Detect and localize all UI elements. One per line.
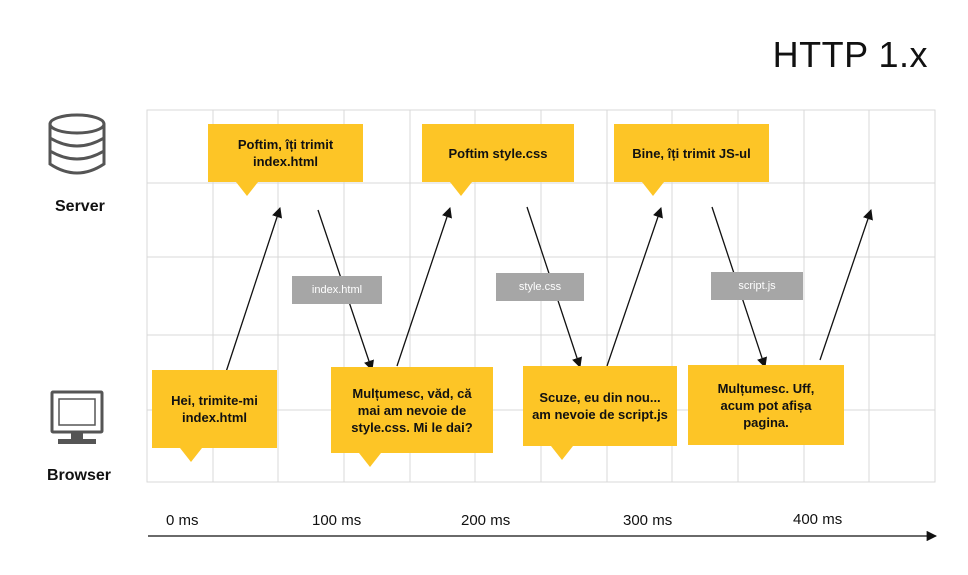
server-label: Server <box>55 198 105 215</box>
timeline-tick-100: 100 ms <box>312 512 362 529</box>
server-bubble-1: Poftim, îți trimit index.html <box>208 124 363 196</box>
request-arrow-3 <box>606 207 663 367</box>
request-arrows <box>225 207 873 373</box>
timeline-tick-200: 200 ms <box>461 512 511 529</box>
server-bubble-2: Poftim style.css <box>422 124 574 196</box>
browser-bubble-1: Hei, trimite-mi index.html <box>152 370 277 462</box>
database-icon <box>48 113 106 175</box>
browser-bubble-4: Mulțumesc. Uff, acum pot afișa pagina. <box>688 365 844 445</box>
monitor-icon <box>50 390 104 444</box>
browser-bubble-3: Scuze, eu din nou... am nevoie de script… <box>523 366 677 460</box>
file-label-script: script.js <box>711 272 803 300</box>
file-label-style: style.css <box>496 273 584 301</box>
request-arrow-1 <box>225 207 283 373</box>
timeline-tick-300: 300 ms <box>623 512 673 529</box>
file-label-index: index.html <box>292 276 382 304</box>
diagram-title: HTTP 1.x <box>772 34 928 75</box>
server-bubble-3: Bine, îți trimit JS-ul <box>614 124 769 196</box>
browser-bubble-2: Mulțumesc, văd, că mai am nevoie de styl… <box>331 367 493 467</box>
request-arrow-4 <box>819 209 873 361</box>
request-arrow-2 <box>396 207 452 367</box>
timeline-tick-400: 400 ms <box>793 511 843 528</box>
browser-label: Browser <box>47 467 112 484</box>
timeline-tick-0: 0 ms <box>166 512 199 529</box>
